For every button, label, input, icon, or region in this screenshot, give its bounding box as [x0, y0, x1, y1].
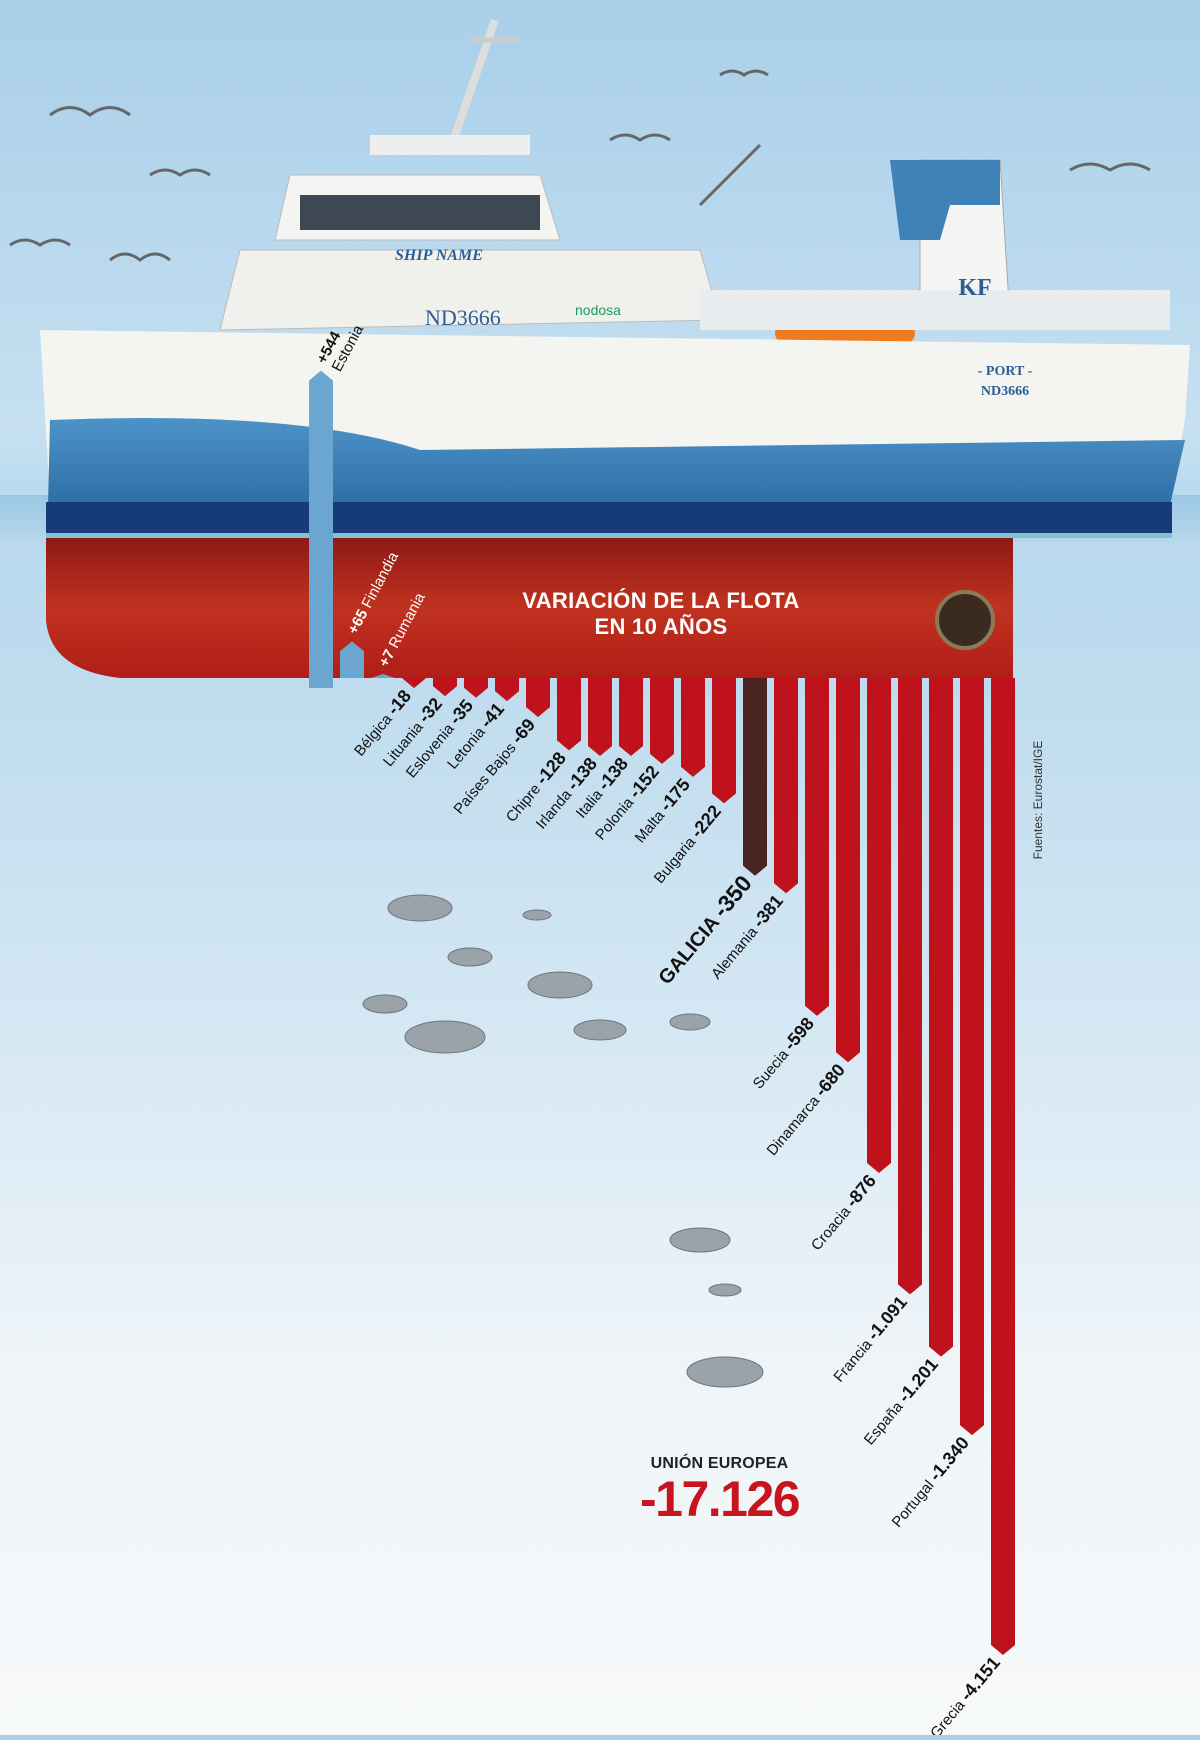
- bar-eslovenia: [464, 678, 488, 698]
- hull-red: [46, 538, 1013, 678]
- bar-lituania: [433, 678, 457, 697]
- seagull-icon: [9, 238, 71, 247]
- bar-finlandia: [340, 641, 364, 678]
- title-line-1: VARIACIÓN DE LA FLOTA: [522, 588, 800, 613]
- bar-label-croacia: Croacia -876: [806, 1171, 880, 1254]
- bar-portugal: [960, 678, 984, 1436]
- bar-chipre: [557, 678, 581, 751]
- bar-estonia: [309, 370, 333, 688]
- bar-francia: [898, 678, 922, 1295]
- bar-grecia: [991, 678, 1015, 1655]
- bar-galicia: [743, 678, 767, 876]
- builder-logo: nodosa: [575, 302, 621, 318]
- bar-rumania: [371, 674, 395, 678]
- bar-label-suecia: Suecia -598: [747, 1014, 818, 1093]
- bar-label-francia: Francia -1.091: [828, 1292, 911, 1385]
- bar-bulgaria: [712, 678, 736, 804]
- fish-icon: [686, 1356, 764, 1388]
- source-note: Fuentes: Eurostat/IGE: [1031, 740, 1045, 860]
- seagull-icon: [1069, 162, 1151, 172]
- bar-suecia: [805, 678, 829, 1016]
- bar-malta: [681, 678, 705, 777]
- eu-total: UNIÓN EUROPEA -17.126: [640, 1455, 801, 1527]
- bar-paises-bajos: [526, 678, 550, 717]
- seagull-icon: [49, 106, 131, 117]
- fish-icon: [573, 1019, 627, 1041]
- fish-icon: [404, 1020, 486, 1054]
- seagull-icon: [609, 133, 671, 142]
- seagull-icon: [719, 69, 769, 77]
- ship-superstructure: [219, 18, 1170, 344]
- bar-label-espana: España -1.201: [859, 1354, 943, 1448]
- bar-label-portugal: Portugal -1.340: [886, 1433, 973, 1531]
- fish-icon: [362, 994, 408, 1014]
- funnel-mark: KF: [958, 275, 991, 301]
- seagull-icon: [698, 143, 762, 207]
- bar-italia: [619, 678, 643, 756]
- bar-dinamarca: [836, 678, 860, 1063]
- seagull-icon: [109, 252, 171, 262]
- propeller: [935, 590, 995, 650]
- eu-total-label: UNIÓN EUROPEA: [650, 1455, 789, 1472]
- fish-icon: [708, 1283, 742, 1297]
- bar-alemania: [774, 678, 798, 894]
- bar-croacia: [867, 678, 891, 1173]
- title-line-2: EN 10 AÑOS: [594, 614, 728, 639]
- bar-polonia: [650, 678, 674, 764]
- seagulls: [9, 69, 1151, 262]
- fish-icon: [522, 909, 552, 921]
- port-text: - PORT -: [978, 364, 1033, 379]
- fish-group: [362, 894, 764, 1388]
- fish-icon: [447, 947, 493, 967]
- fish-icon: [669, 1013, 711, 1031]
- ship-name-text: SHIP NAME: [395, 247, 483, 264]
- fish-icon: [669, 1227, 731, 1253]
- eu-total-value: -17.126: [640, 1471, 801, 1527]
- bar-label-galicia: GALICIA -350: [651, 870, 756, 989]
- fish-icon: [527, 971, 593, 999]
- bar-letonia: [495, 678, 519, 702]
- port-registration: ND3666: [981, 384, 1029, 399]
- chart-title: VARIACIÓN DE LA FLOTA EN 10 AÑOS: [522, 588, 799, 640]
- hull-navy-stripe: [46, 502, 1172, 536]
- fish-icon: [387, 894, 453, 922]
- bar-label-grecia: Grecia -4.151: [925, 1653, 1004, 1735]
- seagull-icon: [149, 168, 211, 177]
- bar-irlanda: [588, 678, 612, 756]
- bar-belgica: [402, 678, 426, 689]
- ship-registration: ND3666: [425, 305, 501, 330]
- bar-espana: [929, 678, 953, 1357]
